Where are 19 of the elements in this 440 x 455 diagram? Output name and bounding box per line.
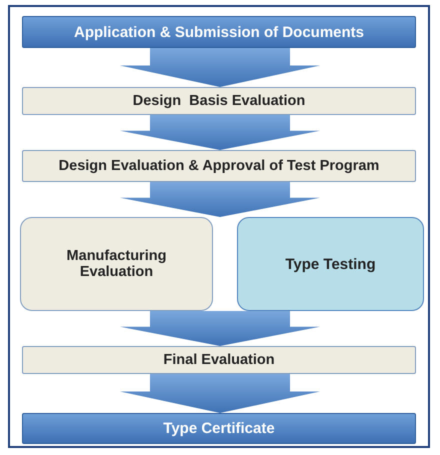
block-arrow [120, 374, 320, 413]
box-label: Design Basis Evaluation [132, 93, 306, 109]
process-box [22, 150, 416, 182]
process-box [20, 217, 213, 311]
process-box [22, 346, 416, 374]
process-box [237, 217, 424, 311]
block-arrow [120, 115, 320, 150]
box-label: Application & Submission of Documents [74, 24, 364, 40]
box-label: Type Testing [285, 256, 376, 272]
header-box [22, 16, 416, 48]
box-label: Type Certificate [163, 420, 275, 437]
box-label: Manufacturing Evaluation [66, 248, 168, 280]
process-box [22, 87, 416, 115]
block-arrow [120, 182, 320, 217]
block-arrow [120, 311, 320, 346]
box-label: Design Evaluation & Approval of Test Program [58, 158, 380, 174]
block-arrow [120, 48, 320, 87]
box-label: Final Evaluation [163, 352, 275, 368]
header-box [22, 413, 416, 444]
